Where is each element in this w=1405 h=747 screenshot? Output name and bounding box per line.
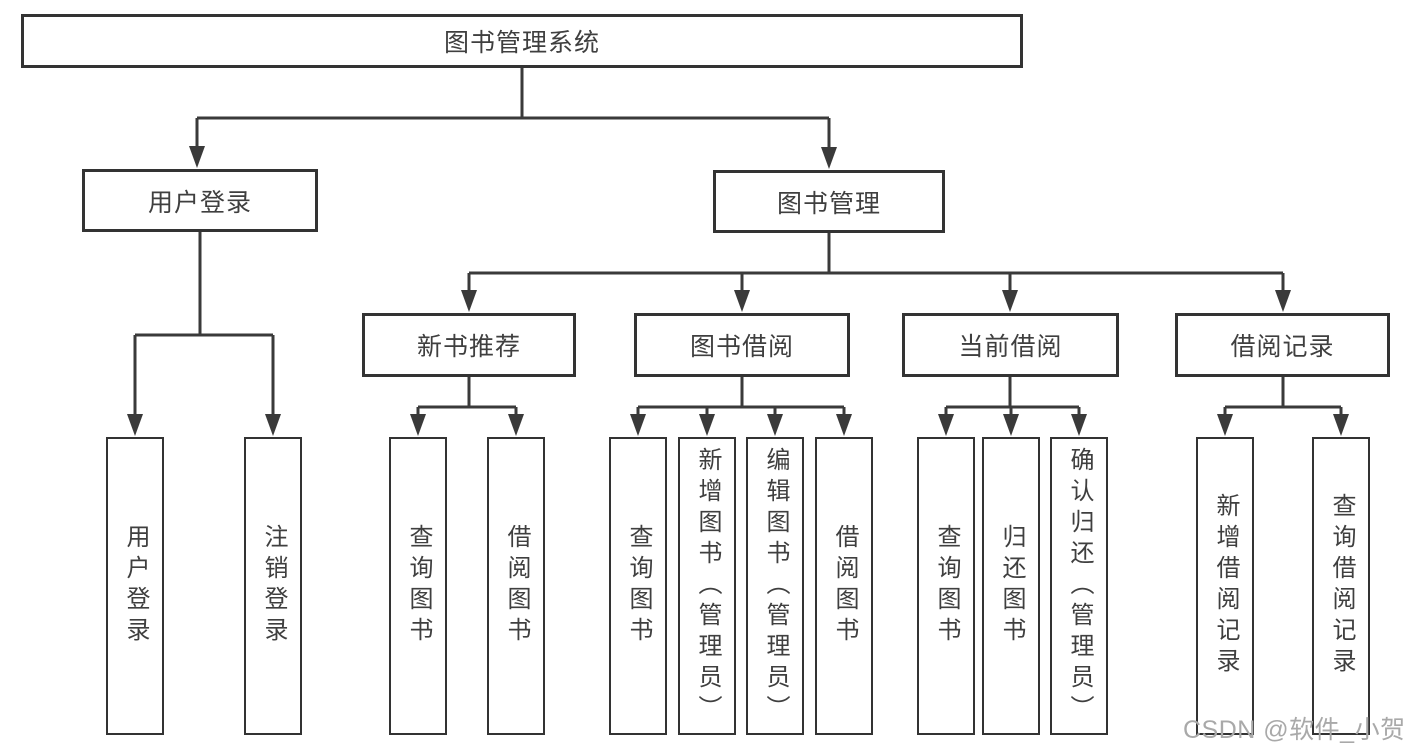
- leaf-bb-edit-books-admin: 编辑图书（管理员）: [746, 437, 804, 735]
- leaf-br-add-record-label: 新增借阅记录: [1212, 493, 1239, 679]
- leaf-cb-confirm-return-admin: 确认归还（管理员）: [1050, 437, 1108, 735]
- leaf-cb-return-books-label: 归还图书: [998, 524, 1025, 648]
- node-borrow-record-label: 借阅记录: [1230, 333, 1335, 361]
- leaf-nb-borrow-books: 借阅图书: [487, 437, 545, 735]
- leaf-nb-query-books: 查询图书: [389, 437, 447, 735]
- leaf-bb-edit-books-admin-label: 编辑图书（管理员）: [762, 446, 789, 726]
- leaf-bb-borrow-books-label: 借阅图书: [831, 524, 858, 648]
- leaf-br-add-record: 新增借阅记录: [1196, 437, 1254, 735]
- leaf-cb-query-books: 查询图书: [917, 437, 975, 735]
- leaf-cb-confirm-return-admin-label: 确认归还（管理员）: [1066, 446, 1093, 726]
- leaf-cb-return-books: 归还图书: [982, 437, 1040, 735]
- leaf-bb-add-books-admin: 新增图书（管理员）: [678, 437, 736, 735]
- leaf-user-login: 用户登录: [106, 437, 164, 735]
- leaf-cb-query-books-label: 查询图书: [933, 524, 960, 648]
- node-new-book-recommend-label: 新书推荐: [416, 333, 521, 361]
- leaf-nb-borrow-books-label: 借阅图书: [503, 524, 530, 648]
- node-book-management: 图书管理: [713, 170, 945, 233]
- node-new-book-recommend: 新书推荐: [362, 313, 576, 377]
- csdn-watermark: CSDN @软件_小贺同学: [1183, 716, 1405, 744]
- leaf-br-query-record-label: 查询借阅记录: [1328, 493, 1355, 679]
- node-borrow-record: 借阅记录: [1175, 313, 1390, 377]
- leaf-bb-query-books: 查询图书: [609, 437, 667, 735]
- leaf-bb-query-books-label: 查询图书: [625, 524, 652, 648]
- node-book-borrow-label: 图书借阅: [689, 333, 794, 361]
- leaf-user-login-label: 用户登录: [122, 524, 149, 648]
- node-user-login-label: 用户登录: [147, 188, 252, 217]
- node-current-borrow: 当前借阅: [902, 313, 1119, 377]
- root-node-library-system: 图书管理系统: [21, 14, 1023, 68]
- leaf-logout: 注销登录: [244, 437, 302, 735]
- root-node-label: 图书管理系统: [443, 29, 600, 57]
- leaf-bb-borrow-books: 借阅图书: [815, 437, 873, 735]
- node-current-borrow-label: 当前借阅: [958, 333, 1063, 361]
- leaf-bb-add-books-admin-label: 新增图书（管理员）: [694, 446, 721, 726]
- node-book-management-label: 图书管理: [776, 189, 881, 218]
- arrowheads: [127, 146, 1349, 436]
- leaf-logout-label: 注销登录: [260, 524, 287, 648]
- node-book-borrow: 图书借阅: [634, 313, 850, 377]
- leaf-nb-query-books-label: 查询图书: [405, 524, 432, 648]
- node-user-login: 用户登录: [82, 169, 318, 232]
- leaf-br-query-record: 查询借阅记录: [1312, 437, 1370, 735]
